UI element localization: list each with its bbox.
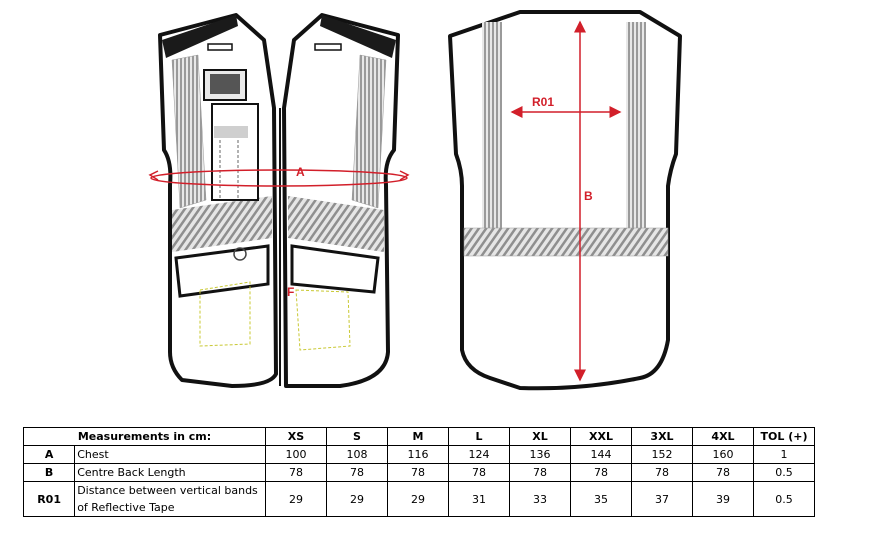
tol-cell: 0.5: [753, 463, 815, 482]
row-code: B: [22, 463, 76, 482]
size-header: S: [326, 427, 388, 446]
table-cell: 29: [326, 481, 388, 517]
tol-cell: 1: [753, 445, 815, 464]
table-cell: 78: [265, 463, 327, 482]
size-header: 3XL: [631, 427, 693, 446]
measurements-table: Measurements in cm: XS S M L XL XXL 3XL …: [22, 427, 815, 517]
table-cell: 39: [692, 481, 754, 517]
table-cell: 31: [448, 481, 510, 517]
table-cell: 33: [509, 481, 571, 517]
table-cell: 108: [326, 445, 388, 464]
table-cell: 78: [692, 463, 754, 482]
front-left-shoulder: [162, 15, 238, 58]
row-description: Distance between vertical bands of Refle…: [74, 481, 266, 517]
tol-header: TOL (+): [753, 427, 815, 446]
tol-cell: 0.5: [753, 481, 815, 517]
row-description: Chest: [74, 445, 266, 464]
table-cell: 78: [570, 463, 632, 482]
row-code: R01: [22, 481, 76, 517]
back-right-reflective-band: [626, 22, 646, 228]
vest-back-view: R01 B: [448, 10, 682, 391]
table-cell: 160: [692, 445, 754, 464]
back-horizontal-band: [463, 227, 669, 257]
table-cell: 100: [265, 445, 327, 464]
size-header: M: [387, 427, 449, 446]
table-cell: 144: [570, 445, 632, 464]
vest-technical-drawing: A F R01 B: [148, 10, 682, 391]
front-left-reflective-band: [171, 54, 207, 209]
back-panel: [448, 10, 682, 391]
table-cell: 78: [387, 463, 449, 482]
label-a: A: [296, 165, 305, 179]
chest-measurement-ellipse: [150, 169, 408, 187]
row-description: Centre Back Length: [74, 463, 266, 482]
back-left-reflective-band: [482, 22, 502, 228]
size-header: XS: [265, 427, 327, 446]
table-cell: 37: [631, 481, 693, 517]
size-header: L: [448, 427, 510, 446]
size-header: 4XL: [692, 427, 754, 446]
table-cell: 152: [631, 445, 693, 464]
table-row: R01 Distance between vertical bands of R…: [22, 481, 815, 517]
row-code: A: [22, 445, 76, 464]
table-cell: 35: [570, 481, 632, 517]
table-cell: 78: [509, 463, 571, 482]
table-row: A Chest 100 108 116 124 136 144 152 160 …: [22, 445, 815, 464]
table-cell: 29: [265, 481, 327, 517]
table-cell: 78: [631, 463, 693, 482]
table-row: B Centre Back Length 78 78 78 78 78 78 7…: [22, 463, 815, 482]
measurements-header: Measurements in cm:: [23, 427, 266, 446]
front-right-reflective-band: [351, 54, 387, 209]
pocket-clip-ring: [233, 247, 247, 261]
label-f: F: [287, 285, 294, 299]
table-cell: 78: [448, 463, 510, 482]
front-right-horizontal-band: [288, 196, 384, 252]
label-b: B: [584, 189, 593, 203]
table-cell: 124: [448, 445, 510, 464]
front-right-lower-pocket-flap: [290, 244, 380, 294]
table-header-row: Measurements in cm: XS S M L XL XXL 3XL …: [23, 427, 815, 446]
size-header: XL: [509, 427, 571, 446]
size-header: XXL: [570, 427, 632, 446]
table-cell: 136: [509, 445, 571, 464]
front-right-shoulder: [320, 15, 396, 58]
table-cell: 116: [387, 445, 449, 464]
table-cell: 29: [387, 481, 449, 517]
label-r01: R01: [532, 95, 554, 109]
vest-front-view: A F: [148, 13, 410, 388]
table-cell: 78: [326, 463, 388, 482]
front-left-horizontal-band: [172, 196, 272, 252]
